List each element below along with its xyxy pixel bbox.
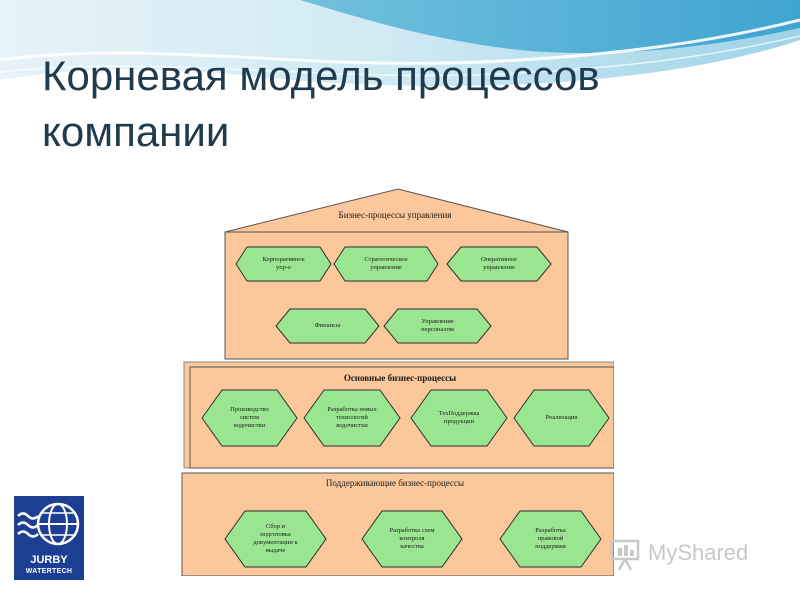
- process-label: Сбор и подготовка документации к выдаче: [253, 523, 298, 554]
- hexagon-quality-control: [361, 510, 463, 568]
- logo-name: JURBY: [30, 554, 68, 566]
- diagram-shapes: [181, 188, 614, 576]
- logo-subtitle: WATERTECH: [25, 568, 73, 575]
- process-label: Корпоративное упр-е: [262, 256, 305, 271]
- hexagon-new-tech: [303, 389, 401, 447]
- company-logo: JURBY WATERTECH: [12, 492, 86, 588]
- hexagon-strategic-management: [333, 246, 439, 282]
- hexagon-documentation: [224, 510, 327, 568]
- myshared-watermark: MyShared: [608, 538, 778, 572]
- support-title: Поддерживающие бизнес-процессы: [325, 478, 465, 488]
- process-label: ТехПоддержка продукции: [438, 410, 480, 425]
- process-label: Финансы: [314, 322, 341, 329]
- globe-waves-icon: [17, 502, 80, 546]
- core-title: Основные бизнес-процессы: [343, 373, 457, 383]
- process-label: Разработка схем контроля качества: [389, 527, 435, 550]
- hexagon-finance: [275, 308, 380, 344]
- hexagon-corporate-management: [235, 246, 332, 282]
- slide-title: Корневая модель процессов компании: [42, 52, 600, 155]
- process-label: Производство систем водочистки: [230, 406, 269, 429]
- process-label: Разработка новых технологий водочистки: [327, 406, 377, 429]
- process-label: Оперативное управление: [480, 256, 518, 271]
- hexagon-legal-support: [499, 510, 602, 568]
- hexagon-tech-support: [410, 389, 508, 447]
- process-label: Стратегическое управление: [364, 256, 408, 271]
- hexagon-hr-management: [383, 308, 492, 344]
- hexagon-sales: [513, 389, 610, 447]
- watermark-text: MyShared: [648, 540, 749, 565]
- presentation-board-icon: [610, 539, 640, 571]
- hexagon-production: [201, 389, 298, 447]
- process-label: Разработка правовой поддержки: [535, 527, 566, 550]
- management-title: Бизнес-процессы управления: [338, 210, 452, 220]
- process-label: Управление персоналом: [421, 318, 454, 333]
- decorative-banner: [0, 0, 800, 95]
- process-model-diagram: Бизнес-процессы управления Основные бизн…: [180, 186, 614, 576]
- process-label: Реализация: [545, 414, 578, 421]
- hexagon-operational-management: [446, 246, 552, 282]
